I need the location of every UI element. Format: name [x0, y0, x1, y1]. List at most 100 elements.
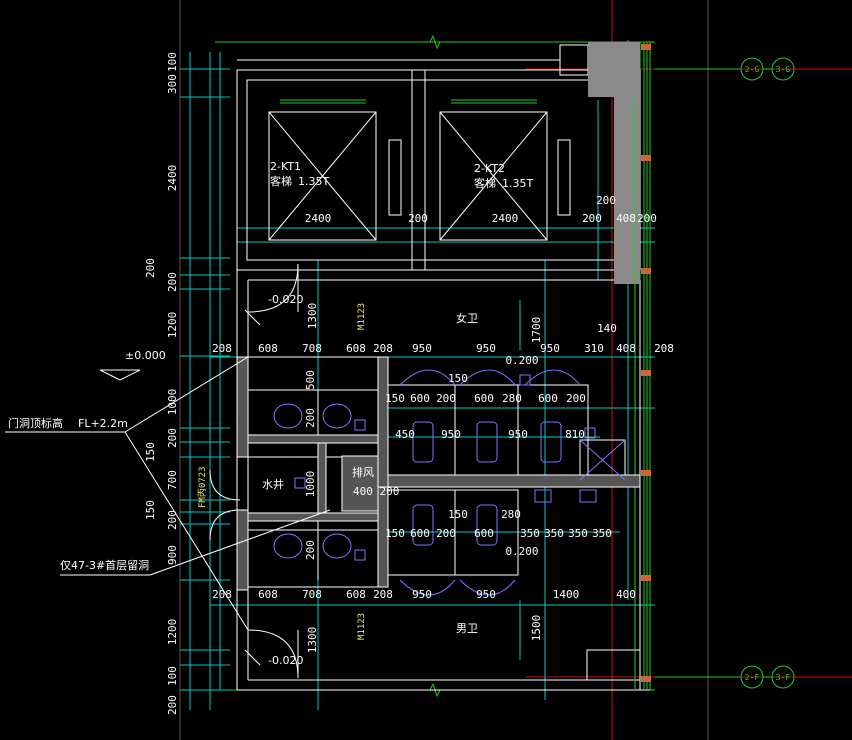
dim-wc-1: 950 — [441, 428, 461, 441]
note-reference: 仅47-3#首层留洞 — [60, 558, 149, 572]
dim-wa-9: 408 — [616, 342, 636, 355]
green-wall-stripes — [634, 42, 648, 690]
fixtures — [273, 369, 626, 596]
dim-mb-3: 608 — [346, 588, 366, 601]
dim-ma-0: 150 — [385, 527, 405, 540]
dim-wb-4: 280 — [502, 392, 522, 405]
note-door-height-value: FL+2.2m — [78, 417, 128, 430]
door-swings — [209, 263, 299, 679]
hatched-walls — [236, 356, 641, 591]
dim-wb-6: 200 — [566, 392, 586, 405]
dim-m-0200: 0.200 — [505, 545, 538, 558]
tag-door-bottom: M1123 — [357, 613, 367, 640]
dim-wa-8: 310 — [584, 342, 604, 355]
dim-ma-5: 350 — [544, 527, 564, 540]
walls — [236, 44, 650, 691]
note-door-height: 门洞顶标高 — [8, 416, 63, 430]
dim-lv-2: 2400 — [166, 165, 179, 192]
level-mark-zero: ±0.000 — [125, 349, 166, 362]
dim-elev-3: 2400 — [492, 212, 519, 225]
dim-lv-7: 200 — [166, 428, 179, 448]
level-mark-top: -0.020 — [268, 293, 303, 306]
dim-mb-0: 208 — [212, 588, 232, 601]
dim-lv-6: 1000 — [166, 389, 179, 416]
dim-wc-3: 810 — [565, 428, 585, 441]
dim-wa-5: 950 — [412, 342, 432, 355]
tag-door-top: M1123 — [357, 303, 367, 330]
dim-wc-2: 950 — [508, 428, 528, 441]
axis-label-2g: 2-G — [745, 65, 760, 74]
dim-wa-4: 208 — [373, 342, 393, 355]
elevator-1-code: 2-KT1 — [270, 160, 301, 173]
dim-wa-10: 208 — [654, 342, 674, 355]
elevator-2-load: 1.35T — [502, 177, 533, 190]
room-women: 女卫 — [456, 311, 478, 325]
dim-ma-6: 350 — [568, 527, 588, 540]
dim-wa-6: 950 — [476, 342, 496, 355]
gray-wall-strip — [614, 97, 640, 284]
dim-lv-9: 700 — [166, 470, 179, 490]
dim-ma-2: 200 — [436, 527, 456, 540]
dim-mid-400200: 400 200 — [353, 485, 399, 498]
room-water-well: 水井 — [262, 477, 284, 491]
dim-wc-0: 450 — [395, 428, 415, 441]
dim-ma-1: 600 — [410, 527, 430, 540]
leader-lines — [5, 309, 331, 666]
dim-wb-1: 600 — [410, 392, 430, 405]
dim-lv-5: 1200 — [166, 312, 179, 339]
dim-iv-2: 200 — [304, 408, 317, 428]
dim-mb-8: 400 — [616, 588, 636, 601]
dim-ma-3: 600 — [474, 527, 494, 540]
dim-lv-1: 300 — [166, 74, 179, 94]
red-grid-lines — [525, 0, 852, 740]
dim-wb-3: 600 — [474, 392, 494, 405]
dim-lv-13: 1200 — [166, 619, 179, 646]
tag-fire-door: FM丙0723 — [197, 466, 208, 508]
dim-elev-2: 200 — [408, 212, 428, 225]
dim-lv-8: 150 — [144, 442, 157, 462]
dim-lv-0: 100 — [166, 52, 179, 72]
dim-w-140: 140 — [597, 322, 617, 335]
elevator-2-name: 客梯 — [474, 176, 496, 190]
dim-wa-7: 950 — [540, 342, 560, 355]
level-mark-bottom: -0.020 — [268, 654, 303, 667]
dim-ma-7: 350 — [592, 527, 612, 540]
dim-mb-7: 1400 — [553, 588, 580, 601]
elevator-doors — [280, 99, 537, 104]
wall-anchors — [641, 44, 651, 682]
dim-iv-5: 1300 — [306, 627, 319, 654]
dim-ma-4: 350 — [520, 527, 540, 540]
axis-bubble-group — [740, 57, 795, 689]
dim-wb-2: 200 — [436, 392, 456, 405]
dim-elev-1: 2400 — [305, 212, 332, 225]
dim-wb-5: 600 — [538, 392, 558, 405]
dim-mb-1: 608 — [258, 588, 278, 601]
dim-lv-11: 200 — [166, 510, 179, 530]
axis-label-3g: 3-G — [776, 65, 791, 74]
dim-elev-6: 200 — [637, 212, 657, 225]
dim-wa-3: 608 — [346, 342, 366, 355]
dim-m-280: 280 — [501, 508, 521, 521]
dimension-lines — [180, 40, 655, 710]
dim-w-150: 150 — [448, 372, 468, 385]
dim-mb-2: 708 — [302, 588, 322, 601]
dim-lv-3: 200 — [144, 258, 157, 278]
dim-mb-4: 208 — [373, 588, 393, 601]
gray-column — [588, 42, 640, 97]
elevator-1-name: 客梯 — [270, 174, 292, 188]
dim-wa-2: 708 — [302, 342, 322, 355]
dim-elev-5: 408 — [616, 212, 636, 225]
room-exhaust: 排风 — [352, 465, 374, 479]
dim-lv-4: 200 — [166, 272, 179, 292]
dim-mb-6: 950 — [476, 588, 496, 601]
axis-label-3f: 3-F — [776, 673, 791, 682]
dim-iv-0: 1300 — [306, 303, 319, 330]
dim-m-150: 150 — [448, 508, 468, 521]
dim-lv-15: 200 — [166, 695, 179, 715]
room-men: 男卫 — [456, 622, 478, 635]
dim-iv-4: 200 — [304, 540, 317, 560]
dim-wb-0: 150 — [385, 392, 405, 405]
dim-lv-10: 150 — [144, 500, 157, 520]
elevator-shafts — [268, 111, 571, 241]
